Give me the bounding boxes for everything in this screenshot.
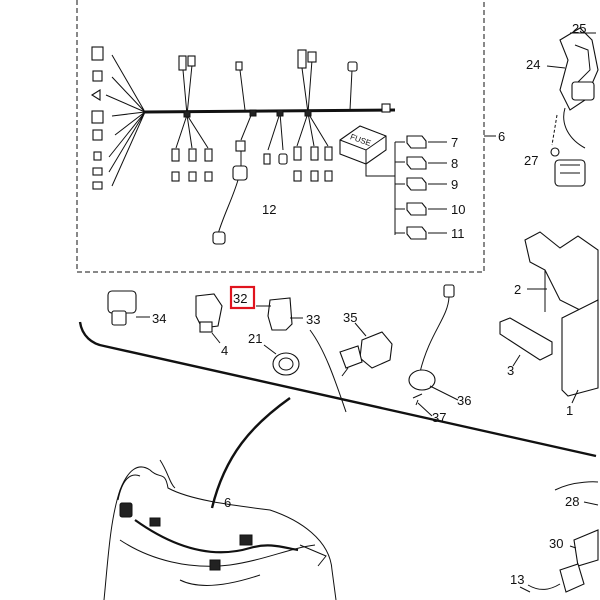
callout-12: 12: [262, 202, 276, 217]
callout-11: 11: [451, 226, 465, 241]
callout-6-lower: 6: [224, 495, 231, 510]
callout-6: 6: [498, 129, 505, 144]
bracket-2: [524, 231, 599, 312]
callout-36: 36: [457, 393, 471, 408]
main-switch-35: [339, 322, 393, 377]
connector-33: [256, 297, 303, 331]
callout-33: 33: [306, 312, 320, 327]
clamp-21: [263, 344, 300, 376]
fuse-box: FUSE: [339, 125, 405, 235]
motorcycle-fairing: [103, 459, 337, 600]
callout-3: 3: [507, 363, 514, 378]
callout-21: 21: [248, 331, 262, 346]
callout-4: 4: [221, 343, 228, 358]
harness-group-frame: [76, 0, 496, 273]
callout-30: 30: [549, 536, 563, 551]
sensor-36: [408, 284, 459, 417]
callout-7: 7: [451, 135, 458, 150]
callout-34: 34: [152, 311, 166, 326]
callout-13: 13: [510, 572, 524, 587]
callout-27: 27: [524, 153, 538, 168]
callout-24: 24: [526, 57, 540, 72]
callout-32: 32: [233, 291, 247, 306]
callout-25: 25: [572, 21, 586, 36]
callout-labels: 25 24 27 6 2 7 8 9 10 11 12 34 4 32 33 3…: [152, 21, 586, 587]
ecu-unit-1: [561, 299, 599, 404]
highlight-box: [229, 285, 256, 310]
callout-35: 35: [343, 310, 357, 325]
relay-34: [107, 290, 150, 326]
callout-8: 8: [451, 156, 458, 171]
pad-3: [499, 317, 553, 367]
bottom-right-parts: [519, 481, 599, 593]
wire-harness: [90, 46, 396, 245]
callout-37: 37: [432, 410, 446, 425]
callout-1: 1: [566, 403, 573, 418]
relay-4: [195, 293, 223, 344]
fuse-row: [406, 135, 447, 240]
callout-2: 2: [514, 282, 521, 297]
handlebar-switch-assembly: [546, 27, 599, 187]
callout-10: 10: [451, 202, 465, 217]
callout-9: 9: [451, 177, 458, 192]
group-leader-6: [78, 321, 597, 509]
callout-28: 28: [565, 494, 579, 509]
